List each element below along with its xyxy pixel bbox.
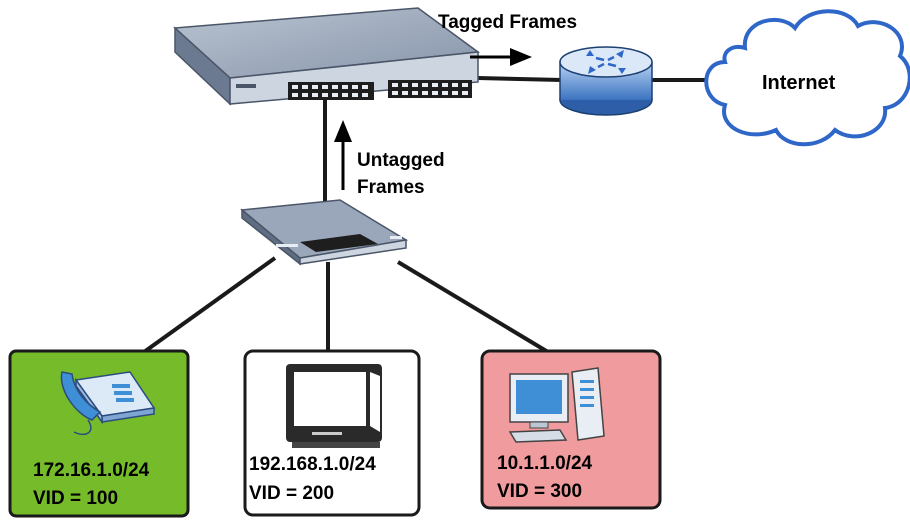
switch-port-block-left <box>288 82 374 100</box>
desktop-computer-icon <box>508 367 605 443</box>
tv-vid-label: VID = 200 <box>249 483 334 504</box>
device-box-computer: 10.1.1.0/24 VID = 300 <box>480 349 662 510</box>
untagged-frames-arrow <box>334 120 352 190</box>
tagged-frames-arrow <box>470 48 532 66</box>
link-access-phone <box>142 256 277 354</box>
untagged-frames-label-line2: Frames <box>357 177 425 198</box>
ip-phone-icon <box>60 371 156 436</box>
phone-subnet-label: 172.16.1.0/24 <box>33 460 150 481</box>
computer-subnet-label: 10.1.1.0/24 <box>497 453 593 474</box>
phone-vid-label: VID = 100 <box>33 488 118 509</box>
cloud-icon <box>704 9 910 147</box>
tv-monitor-icon <box>286 364 382 448</box>
untagged-frames-label-line1: Untagged <box>357 150 445 171</box>
link-access-computer <box>396 260 550 354</box>
device-box-tv: 192.168.1.0/24 VID = 200 <box>243 349 421 517</box>
tagged-frames-label: Tagged Frames <box>438 12 577 33</box>
connection-lines <box>142 76 712 354</box>
computer-vid-label: VID = 300 <box>497 481 582 502</box>
internet-label: Internet <box>762 72 836 94</box>
link-switch-router <box>477 76 563 82</box>
tv-subnet-label: 192.168.1.0/24 <box>249 454 376 475</box>
device-box-phone: 172.16.1.0/24 VID = 100 <box>8 349 190 518</box>
router-icon <box>559 46 653 116</box>
access-switch-icon <box>240 199 409 266</box>
switch-port-block-right <box>388 80 472 98</box>
managed-switch-icon <box>173 7 481 106</box>
